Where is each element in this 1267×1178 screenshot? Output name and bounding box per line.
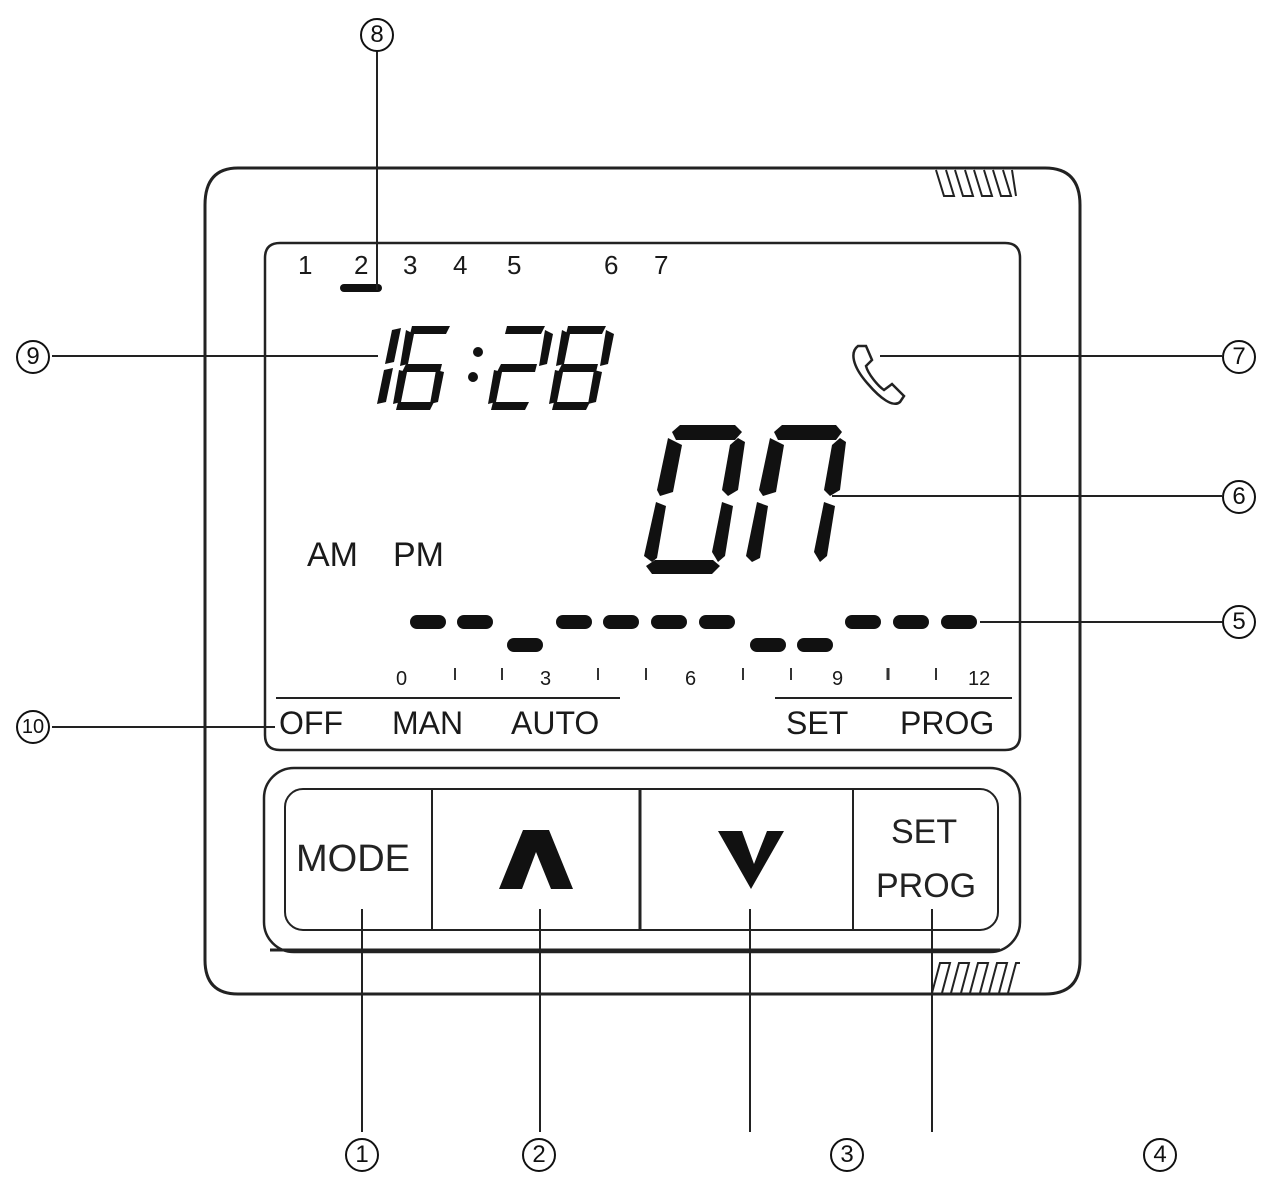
top-vent-icon bbox=[935, 169, 1017, 197]
housing-outline bbox=[203, 166, 1082, 996]
keypad-outer bbox=[262, 766, 1022, 954]
callout-leaders bbox=[52, 48, 1222, 1132]
mode-off-indicator: OFF bbox=[279, 705, 343, 741]
day-label-2: 2 bbox=[354, 250, 369, 280]
set-prog-button-line2: PROG bbox=[876, 867, 977, 905]
callout-1: 1 bbox=[345, 1138, 379, 1172]
callout-10: 10 bbox=[16, 710, 50, 744]
day-label-3: 3 bbox=[403, 250, 418, 280]
set-prog-button-line1: SET bbox=[891, 813, 958, 851]
callout-3: 3 bbox=[830, 1138, 864, 1172]
lcd-frame bbox=[263, 241, 1022, 752]
pm-indicator: PM bbox=[393, 536, 444, 574]
callout-9: 9 bbox=[16, 340, 50, 374]
scale-label-12: 12 bbox=[968, 668, 991, 690]
am-indicator: AM bbox=[307, 536, 358, 574]
scale-label-9: 9 bbox=[832, 668, 844, 690]
day-label-7: 7 bbox=[654, 250, 669, 280]
day-label-5: 5 bbox=[507, 250, 522, 280]
active-day-marker bbox=[340, 284, 382, 292]
callout-7: 7 bbox=[1222, 340, 1256, 374]
down-arrow-icon bbox=[718, 831, 784, 889]
down-button[interactable] bbox=[642, 791, 852, 928]
scale-label-3: 3 bbox=[540, 668, 552, 690]
bottom-vent-icon bbox=[931, 962, 1020, 994]
mode-man-indicator: MAN bbox=[392, 705, 464, 741]
mode-button-label: MODE bbox=[296, 838, 410, 880]
mode-auto-indicator: AUTO bbox=[511, 705, 600, 741]
mode-set-indicator: SET bbox=[786, 705, 849, 741]
day-label-4: 4 bbox=[453, 250, 468, 280]
day-label-6: 6 bbox=[604, 250, 619, 280]
hour-scale-ticks bbox=[454, 668, 937, 680]
callout-4: 4 bbox=[1143, 1138, 1177, 1172]
up-button[interactable] bbox=[433, 791, 639, 928]
callout-6: 6 bbox=[1222, 480, 1256, 514]
program-bar bbox=[410, 615, 977, 652]
time-digits bbox=[377, 326, 614, 410]
mode-button[interactable]: MODE bbox=[287, 791, 431, 928]
scale-label-0: 0 bbox=[396, 668, 408, 690]
callout-8: 8 bbox=[360, 18, 394, 52]
scale-label-6: 6 bbox=[685, 668, 697, 690]
telephone-icon bbox=[852, 344, 906, 405]
set-prog-button[interactable]: SET PROG bbox=[854, 791, 996, 928]
callout-5: 5 bbox=[1222, 605, 1256, 639]
day-label-1: 1 bbox=[298, 250, 313, 280]
up-arrow-icon bbox=[499, 830, 573, 889]
mode-prog-indicator: PROG bbox=[900, 705, 995, 741]
status-digits bbox=[644, 425, 846, 574]
callout-2: 2 bbox=[522, 1138, 556, 1172]
